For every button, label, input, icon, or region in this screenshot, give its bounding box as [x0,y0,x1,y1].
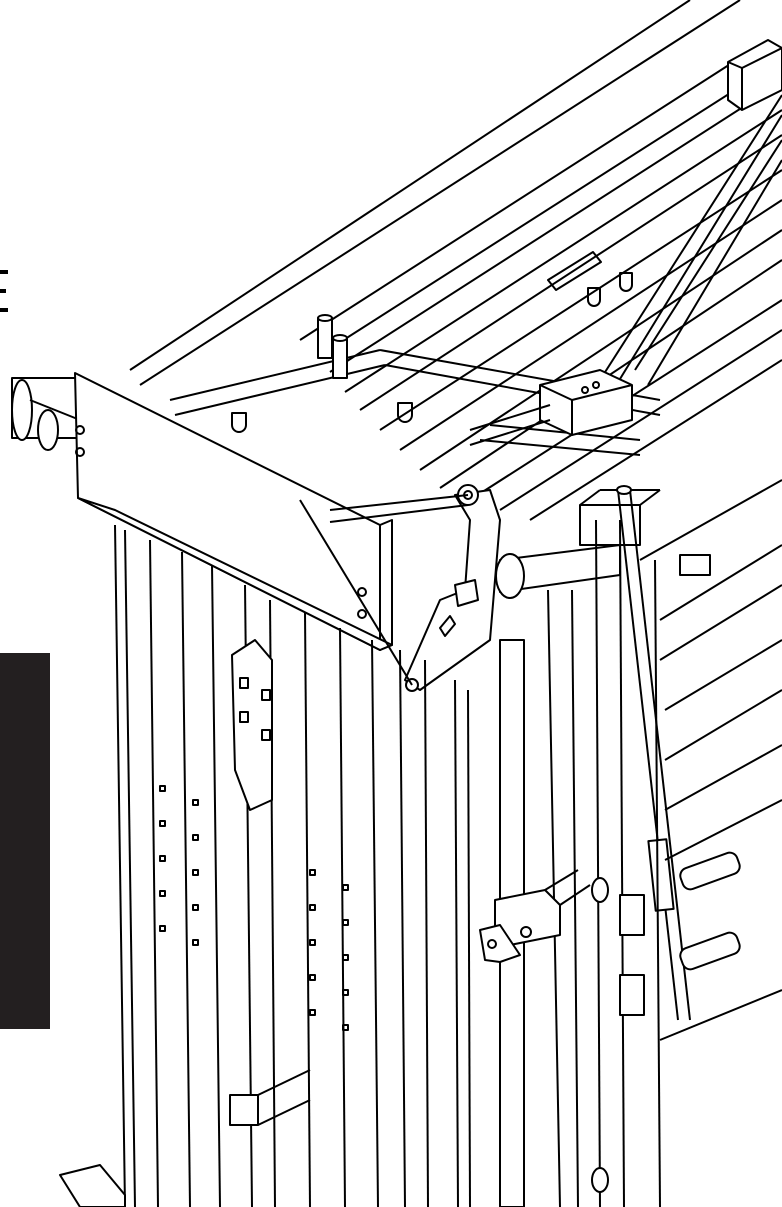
vertical-posts [499,519,625,1207]
top-posts [317,314,348,379]
slat-holes [159,785,349,1031]
vertical-slats [114,524,471,1207]
handle-rod [616,485,691,1021]
section-tab [0,653,50,1029]
latch-plate [231,639,273,811]
lever-arm [299,484,501,692]
top-rails [129,0,782,521]
bottom-foot [59,1069,311,1207]
diagonal-braces [599,94,782,393]
right-panel-lines [639,479,782,1207]
left-roller [11,377,83,451]
upper-bracket-block [469,369,633,446]
head-gate-panel [74,372,393,651]
spring-latches [591,851,741,1193]
rail-end-cap [727,39,782,111]
hinge-brackets [231,251,633,433]
lower-clamp [479,869,591,963]
edge-letter-fragment [0,270,8,312]
cross-pipe [495,489,661,599]
